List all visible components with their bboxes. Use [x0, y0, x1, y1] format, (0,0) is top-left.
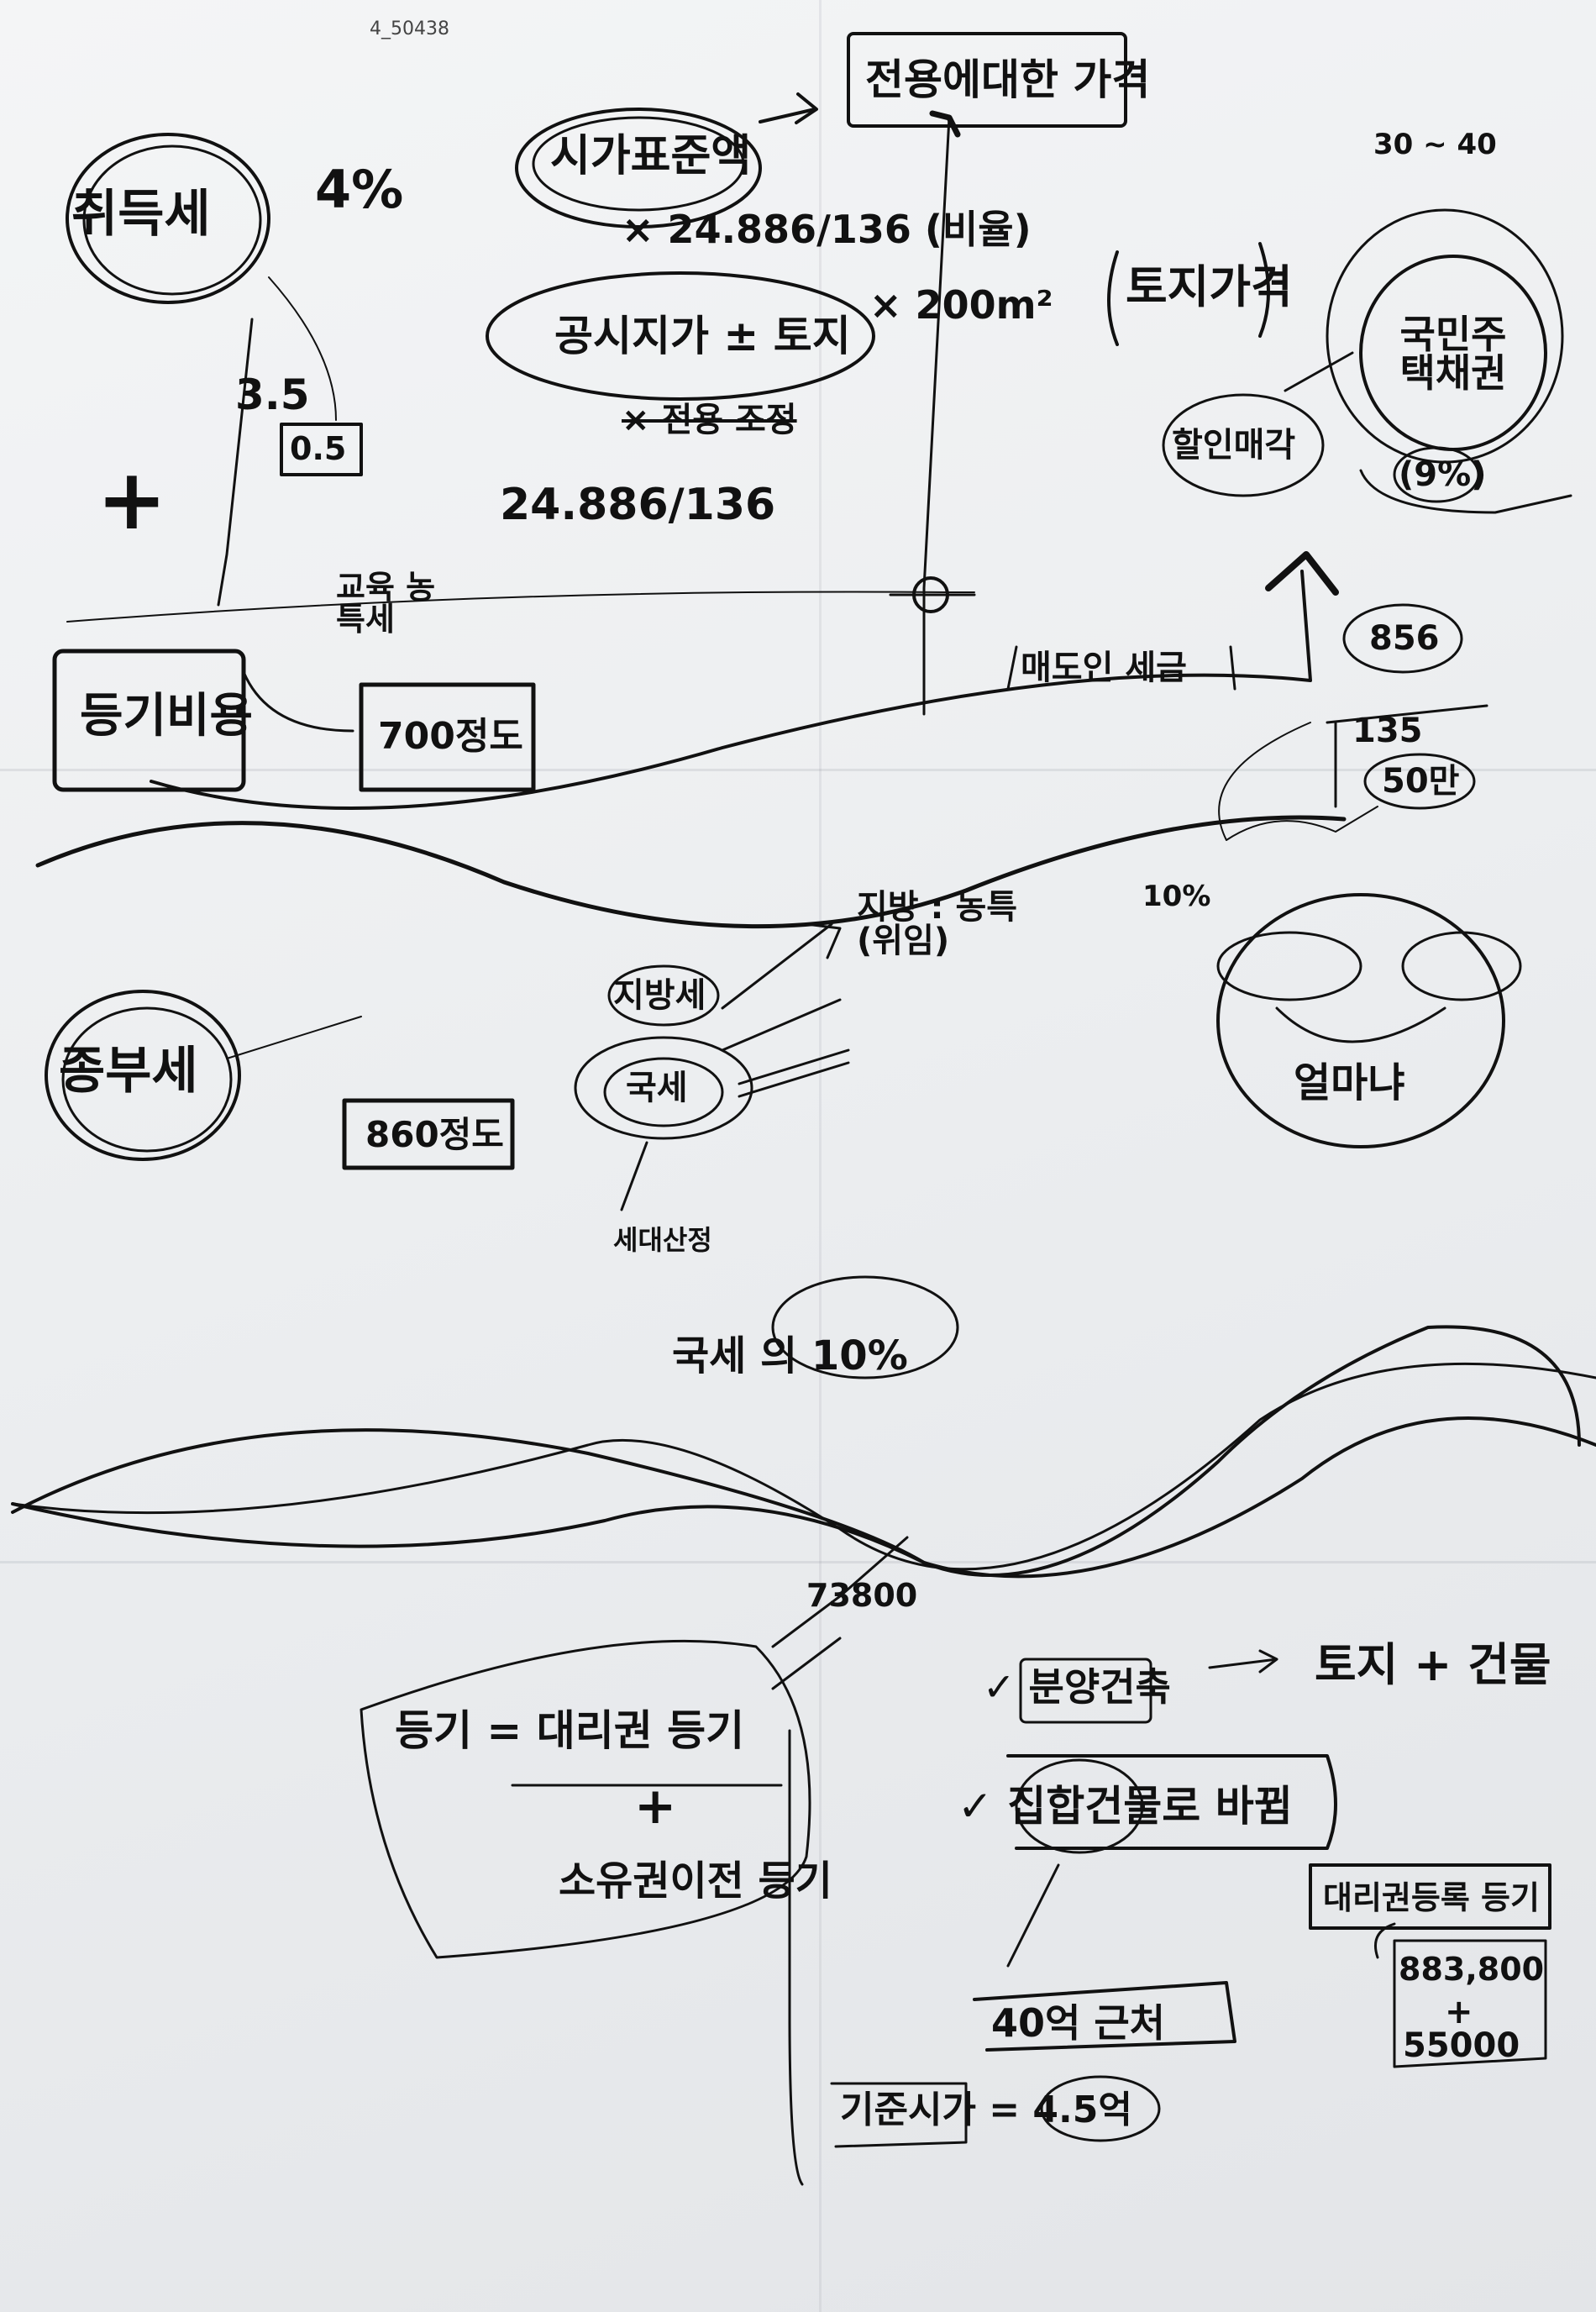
area-mult-label: × 200m² — [869, 282, 1053, 328]
plus2-label: + — [634, 1777, 677, 1836]
n-10-label: 10% — [1142, 880, 1211, 913]
land-price-label: 토지가격 — [1126, 260, 1293, 313]
zero-small-label: 0.5 — [290, 430, 347, 467]
ratio-num-label: 24.886/136 — [500, 480, 776, 530]
comp-tax-label: 종부세 — [59, 1042, 198, 1101]
three-five-label: 3.5 — [235, 370, 310, 419]
reg-cost-label: 등기비용 — [80, 689, 254, 744]
registration-label: 등기 = 대리권 등기 — [395, 1706, 745, 1755]
circle-acq-tax — [66, 133, 270, 304]
n-55000-label: 55000 — [1403, 2026, 1520, 2065]
rep-reg-label: 대리권등록 등기 — [1323, 1879, 1540, 1916]
strike-note-label: × 전용 조정 — [622, 401, 797, 439]
n-856-label: 856 — [1369, 619, 1440, 658]
box-building — [1019, 1658, 1152, 1724]
unit-price-label: 기준시가 = 4.5억 — [840, 2089, 1132, 2131]
std-price-label: 시가표준액 — [550, 131, 752, 181]
fold-crease-2 — [0, 1561, 1596, 1563]
box-approx-700 — [359, 682, 536, 792]
plus-label: + — [97, 450, 167, 549]
arrow-target-label: 지방 : 농특 (위임) — [857, 888, 1018, 960]
box-approx-860 — [342, 1098, 515, 1170]
fold-crease-vertical — [819, 0, 822, 2312]
fold-crease-1 — [0, 769, 1596, 771]
n-73800-label: 73800 — [806, 1577, 918, 1614]
n-135-label: 135 — [1352, 712, 1423, 750]
box-price-per-area — [847, 32, 1127, 128]
plus3-label: + — [1445, 1993, 1473, 2031]
approx-700-label: 700정도 — [378, 715, 523, 758]
circle-official-land — [486, 271, 875, 401]
box-rep-reg — [1309, 1863, 1551, 1930]
official-land-label: 공시지가 ± 토지 — [554, 312, 851, 360]
pct-9-label: (9%) — [1399, 455, 1487, 494]
circle-std-price — [515, 108, 762, 229]
nat-bond-label: 국민주택채권 — [1399, 312, 1507, 396]
rate-4-label: 4% — [315, 159, 404, 220]
local-tax-label: 지방세 — [613, 976, 706, 1015]
building-check-label: ✓ 분양건축 — [983, 1664, 1171, 1710]
circle-comp-tax — [45, 990, 241, 1161]
price-per-area-label: 전용에대한 가격 — [865, 55, 1151, 104]
tax-year-label: 세대산정 — [613, 1224, 712, 1256]
face-label: 얼마냐 — [1294, 1059, 1405, 1106]
bond-sale-label: 할인매각 — [1172, 426, 1296, 465]
acq-tax-label: 취득세 — [71, 185, 211, 244]
wave-line-1 — [35, 815, 1347, 929]
edu-tax-label: 교육 농특세 — [336, 569, 436, 638]
mult-ratio-label: × 24.886/136 (비율) — [622, 207, 1032, 252]
nat-tax-10-label: 국세 의 10% — [672, 1332, 908, 1379]
sale-market-label: 40억 근처 — [991, 2000, 1165, 2046]
land-plus-bldg-label: 토지 + 건물 — [1315, 1638, 1551, 1691]
approx-860-label: 860정도 — [365, 1114, 504, 1155]
face-outline — [1216, 893, 1505, 1148]
image-id-label: 4_50438 — [370, 18, 449, 39]
nat-tax-label: 국세 — [626, 1069, 688, 1107]
right-30-label: 30 ~ 40 — [1373, 128, 1497, 161]
seller-reg-label: 매도인 세금 — [1021, 649, 1187, 687]
transfer-reg-label: 소유권이전 등기 — [559, 1857, 832, 1905]
n-50-label: 50만 — [1382, 762, 1460, 801]
check-detail-label: ✓ 집합건물로 바뀜 — [958, 1782, 1293, 1831]
n-883800-label: 883,800 — [1399, 1951, 1545, 1988]
box-reg-cost — [52, 649, 246, 792]
